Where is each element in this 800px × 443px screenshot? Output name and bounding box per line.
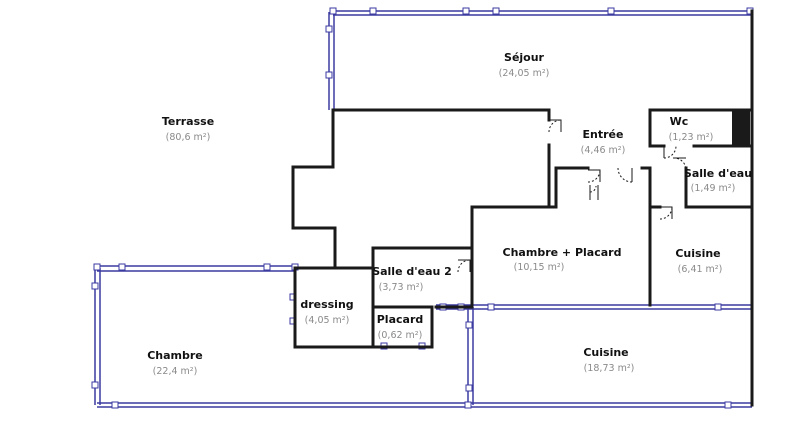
room-name-cuisine-small: Cuisine: [675, 247, 720, 260]
room-label-chambre-placard: Chambre + Placard (10,15 m²): [503, 246, 622, 273]
room-label-placard: Placard (0,62 m²): [377, 313, 424, 341]
room-name-entree: Entrée: [583, 128, 624, 141]
room-area-terrasse: (80,6 m²): [166, 132, 211, 143]
room-area-entree: (4,46 m²): [581, 145, 626, 156]
room-label-wc: Wc (1,23 m²): [669, 115, 714, 143]
room-label-sejour: Séjour (24,05 m²): [499, 51, 550, 79]
room-area-dressing: (4,05 m²): [305, 315, 350, 326]
room-name-placard: Placard: [377, 313, 424, 326]
room-area-sejour: (24,05 m²): [499, 68, 550, 79]
room-name-chambre-placard: Chambre + Placard: [503, 246, 622, 259]
room-name-wc: Wc: [670, 115, 689, 128]
room-area-placard: (0,62 m²): [378, 330, 423, 341]
room-label-dressing: dressing (4,05 m²): [300, 298, 353, 326]
windows: [91, 7, 754, 409]
room-label-terrasse: Terrasse (80,6 m²): [162, 115, 214, 143]
room-area-cuisine-large: (18,73 m²): [584, 363, 635, 374]
room-area-salle-deau-2: (3,73 m²): [379, 282, 424, 293]
room-area-chambre: (22,4 m²): [153, 366, 198, 377]
room-area-chambre-placard: (10,15 m²): [514, 262, 565, 273]
room-label-cuisine-large: Cuisine (18,73 m²): [583, 346, 634, 374]
room-name-cuisine-large: Cuisine: [583, 346, 628, 359]
room-label-cuisine-small: Cuisine (6,41 m²): [675, 247, 722, 275]
room-name-dressing: dressing: [300, 298, 353, 311]
room-name-salle-deau: Salle d'eau: [684, 167, 752, 180]
room-area-cuisine-small: (6,41 m²): [678, 264, 723, 275]
room-name-salle-deau-2: Salle d'eau 2: [372, 265, 452, 278]
room-label-chambre: Chambre (22,4 m²): [147, 349, 203, 377]
room-name-terrasse: Terrasse: [162, 115, 214, 128]
walls: [291, 9, 754, 407]
room-label-salle-deau-2: Salle d'eau 2 (3,73 m²): [372, 265, 452, 293]
room-area-wc: (1,23 m²): [669, 132, 714, 143]
room-name-sejour: Séjour: [504, 51, 545, 64]
room-label-salle-deau: Salle d'eau (1,49 m²): [684, 167, 752, 194]
doors: [457, 119, 687, 273]
room-label-entree: Entrée (4,46 m²): [581, 128, 626, 156]
room-name-chambre: Chambre: [147, 349, 203, 362]
room-area-salle-deau: (1,49 m²): [691, 183, 736, 194]
